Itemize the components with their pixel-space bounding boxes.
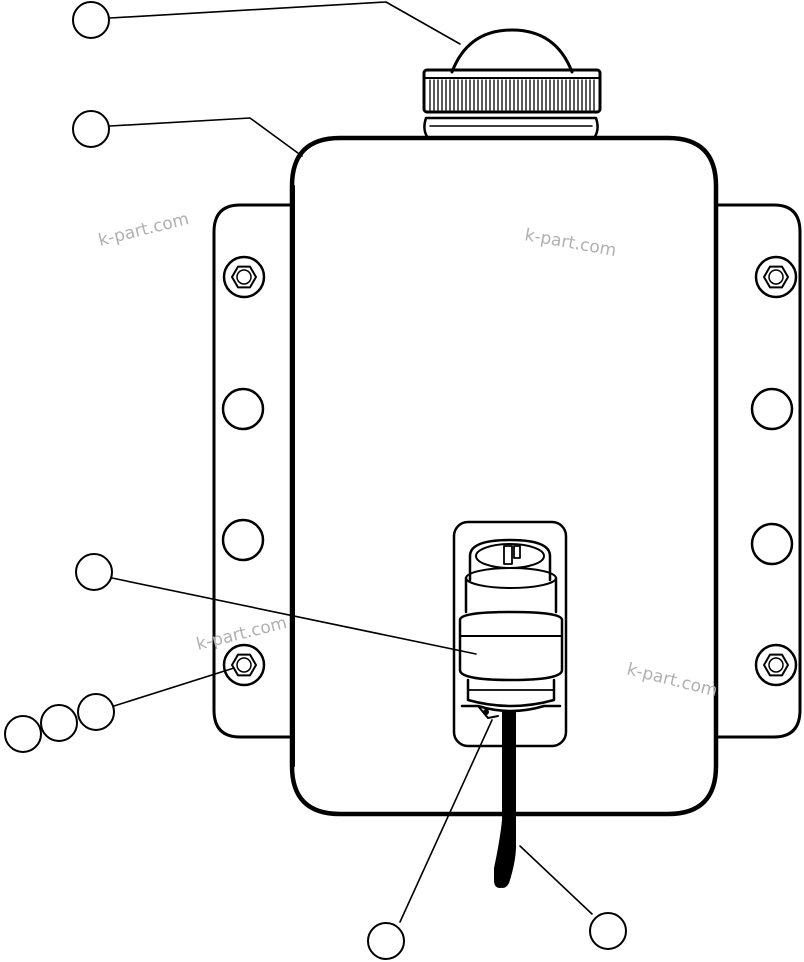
- callout-cap: [72, 1, 110, 39]
- mounting-flange: [212, 194, 802, 739]
- watermark-3: k-part.com: [194, 613, 289, 655]
- callout-pump: [75, 553, 113, 591]
- right-bolt-bottom: [754, 643, 798, 687]
- right-mount-hole-2: [750, 522, 794, 566]
- filler-cap: [422, 28, 602, 114]
- callout-bolt: [77, 693, 115, 731]
- watermark-4: k-part.com: [625, 659, 720, 701]
- callout-washer: [40, 704, 78, 742]
- reservoir-tank: [289, 135, 719, 817]
- leader-lines: [109, 1, 593, 923]
- watermark-2: k-part.com: [523, 225, 618, 261]
- callout-tank: [72, 110, 110, 148]
- left-bolt-top: [222, 255, 266, 299]
- callout-grommet: [367, 922, 405, 960]
- watermark-1: k-part.com: [96, 209, 191, 251]
- callout-nut: [4, 715, 42, 753]
- pump-hose: [494, 712, 516, 888]
- right-bolt-top: [754, 255, 798, 299]
- left-mount-hole-1: [221, 387, 265, 431]
- washer-pump: [458, 538, 564, 708]
- filler-neck: [423, 116, 599, 140]
- left-bolt-bottom: [222, 643, 266, 687]
- pump-grommet: [460, 704, 562, 719]
- left-mount-hole-2: [221, 518, 265, 562]
- callout-hose: [589, 912, 627, 950]
- right-mount-hole-1: [750, 387, 794, 431]
